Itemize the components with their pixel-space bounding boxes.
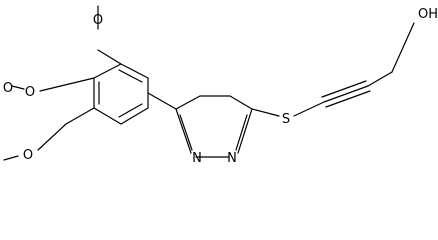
bond-line	[93, 107, 122, 125]
bond-line	[37, 123, 67, 151]
bond-line	[118, 103, 143, 118]
bond-line	[321, 80, 367, 98]
bond-line	[237, 108, 253, 154]
bond-line	[65, 107, 95, 125]
molecule-structure: O O O O OH N N S	[3, 5, 438, 166]
atom-label: O	[3, 81, 13, 96]
bond-line	[323, 85, 369, 103]
atom-label: O	[25, 85, 35, 100]
atom-label: OH	[418, 7, 438, 22]
bond-line	[118, 69, 143, 83]
bond-line	[325, 90, 371, 108]
bond-layer	[3, 5, 415, 161]
bond-line	[251, 108, 280, 117]
bond-line	[147, 92, 177, 110]
atom-label: O	[93, 13, 103, 28]
bond-line	[175, 108, 192, 154]
bond-line	[293, 101, 325, 117]
atom-label-layer: O O O O OH N N S	[3, 7, 438, 166]
bond-line	[235, 114, 248, 151]
bond-line	[367, 71, 393, 87]
bond-line	[175, 95, 201, 110]
bond-line	[229, 95, 253, 110]
bond-line	[93, 63, 122, 79]
atom-label: N	[192, 151, 202, 166]
bond-line	[11, 85, 25, 90]
bond-line	[391, 22, 415, 73]
bond-line	[179, 114, 193, 151]
atom-label: N	[227, 151, 237, 166]
bond-line	[120, 63, 149, 79]
bond-line	[97, 49, 122, 65]
bond-line	[39, 77, 95, 92]
bond-line	[3, 155, 19, 161]
atom-label: O	[23, 148, 33, 163]
atom-label: S	[282, 112, 290, 127]
bond-line	[120, 107, 149, 125]
